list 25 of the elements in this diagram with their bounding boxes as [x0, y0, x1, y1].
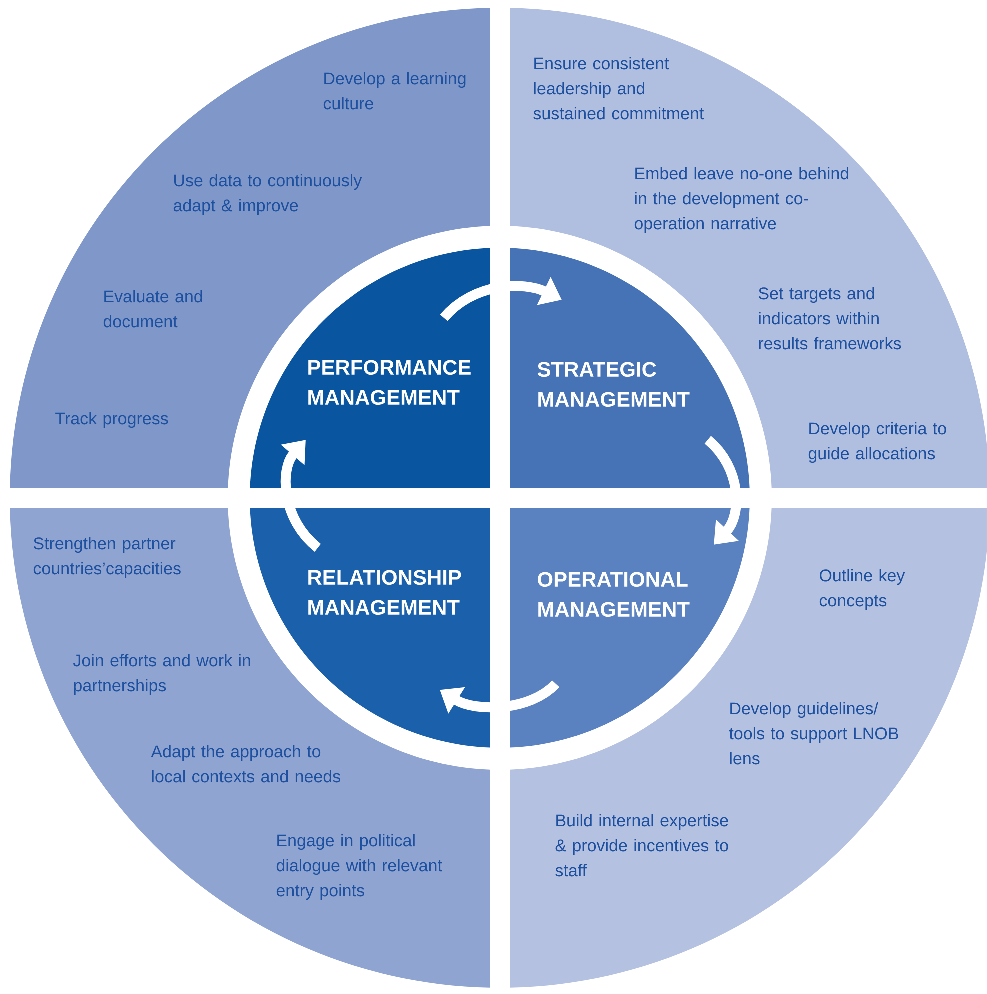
item-text: Engage in political dialogue with relevant entry points — [276, 834, 442, 900]
item-text: Strengthen partner countries’capacities — [34, 537, 181, 578]
item-text: Evaluate and document — [104, 290, 202, 328]
item-text: Develop guidelines/ tools to support LNOB lens — [729, 702, 898, 765]
item-text: Embed leave no-one behind in the development co-operation narrative — [634, 167, 849, 234]
quadrant-title: PERFORMANCE MANAGEMENT — [308, 360, 471, 406]
item-text: Develop criteria to guide allocations — [808, 422, 946, 464]
quadrant-band — [510, 508, 987, 988]
quadrant-title: STRATEGIC MANAGEMENT — [538, 362, 690, 408]
item-text: Set targets and indicators within results frameworks — [758, 287, 902, 350]
item-text: Ensure consistent leadership and sustained commitment — [534, 57, 704, 120]
quadrant-band — [510, 8, 987, 488]
quadrant-segment — [250, 248, 490, 488]
quadrant-band — [10, 8, 490, 488]
item-text: Adapt the approach to local contexts and needs — [151, 745, 340, 783]
quadrant-title: RELATIONSHIP MANAGEMENT — [308, 570, 462, 616]
item-text: Outline key concepts — [820, 569, 906, 610]
item-text: Track progress — [56, 412, 168, 428]
item-text: Use data to continuously adapt & improve — [174, 174, 362, 216]
quadrant-segment — [510, 248, 750, 488]
item-text: Build internal expertise & provide incentives to staff — [556, 814, 728, 877]
quadrant-band — [10, 508, 490, 988]
item-text: Join efforts and work in partnerships — [73, 654, 250, 696]
quadrant-title: OPERATIONAL MANAGEMENT — [538, 572, 690, 618]
item-text: Develop a learning culture — [324, 72, 466, 110]
